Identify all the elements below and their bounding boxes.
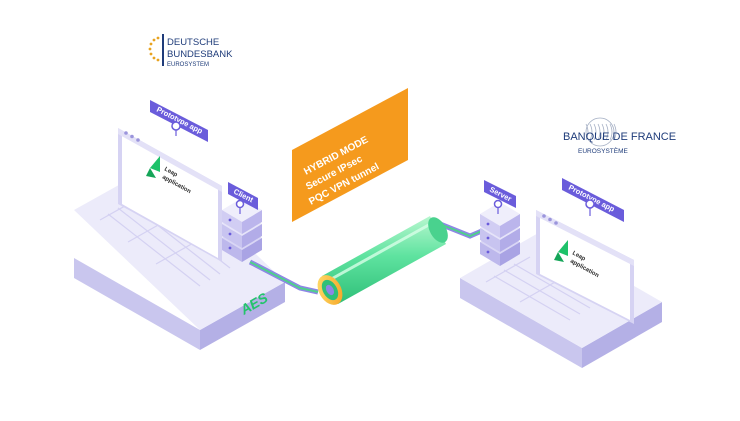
right-server-icon [480, 202, 520, 266]
left-prototype-tag: Prototype app [150, 100, 208, 142]
left-prototype-label: Prototype app [155, 105, 204, 136]
banque-de-france-logo: BANQUE DE FRANCE EUROSYSTÈME [563, 117, 676, 155]
bundesbank-line2: BUNDESBANK [167, 49, 233, 60]
left-tag-pin-icon [171, 121, 181, 131]
right-prototype-tag: Prototype app [562, 178, 624, 222]
leap-logo-icon [554, 240, 568, 262]
bundesbank-line3: EUROSYSTEM [167, 62, 209, 68]
right-prototype-label: Prototype app [567, 183, 616, 214]
bdf-line2: EUROSYSTÈME [578, 146, 629, 155]
vpn-tunnel [317, 216, 448, 305]
right-tag-pin-icon [585, 199, 595, 209]
leap-logo-icon [146, 156, 160, 178]
hybrid-mode-banner: HYBRID MODE Secure IPsec PQC VPN tunnel [292, 88, 408, 222]
right-laptop: Leap application [460, 210, 662, 368]
bundesbank-line1: DEUTSCHE [167, 37, 219, 48]
left-server-icon [222, 198, 262, 262]
network-cable [248, 221, 485, 295]
right-role-pin-icon [493, 199, 503, 209]
left-laptop: Leap application [74, 128, 285, 350]
bundesbank-logo: DEUTSCHE BUNDESBANK EUROSYSTEM [148, 34, 233, 68]
left-role-pin-icon [235, 199, 245, 209]
bdf-line1: BANQUE DE FRANCE [563, 131, 676, 143]
